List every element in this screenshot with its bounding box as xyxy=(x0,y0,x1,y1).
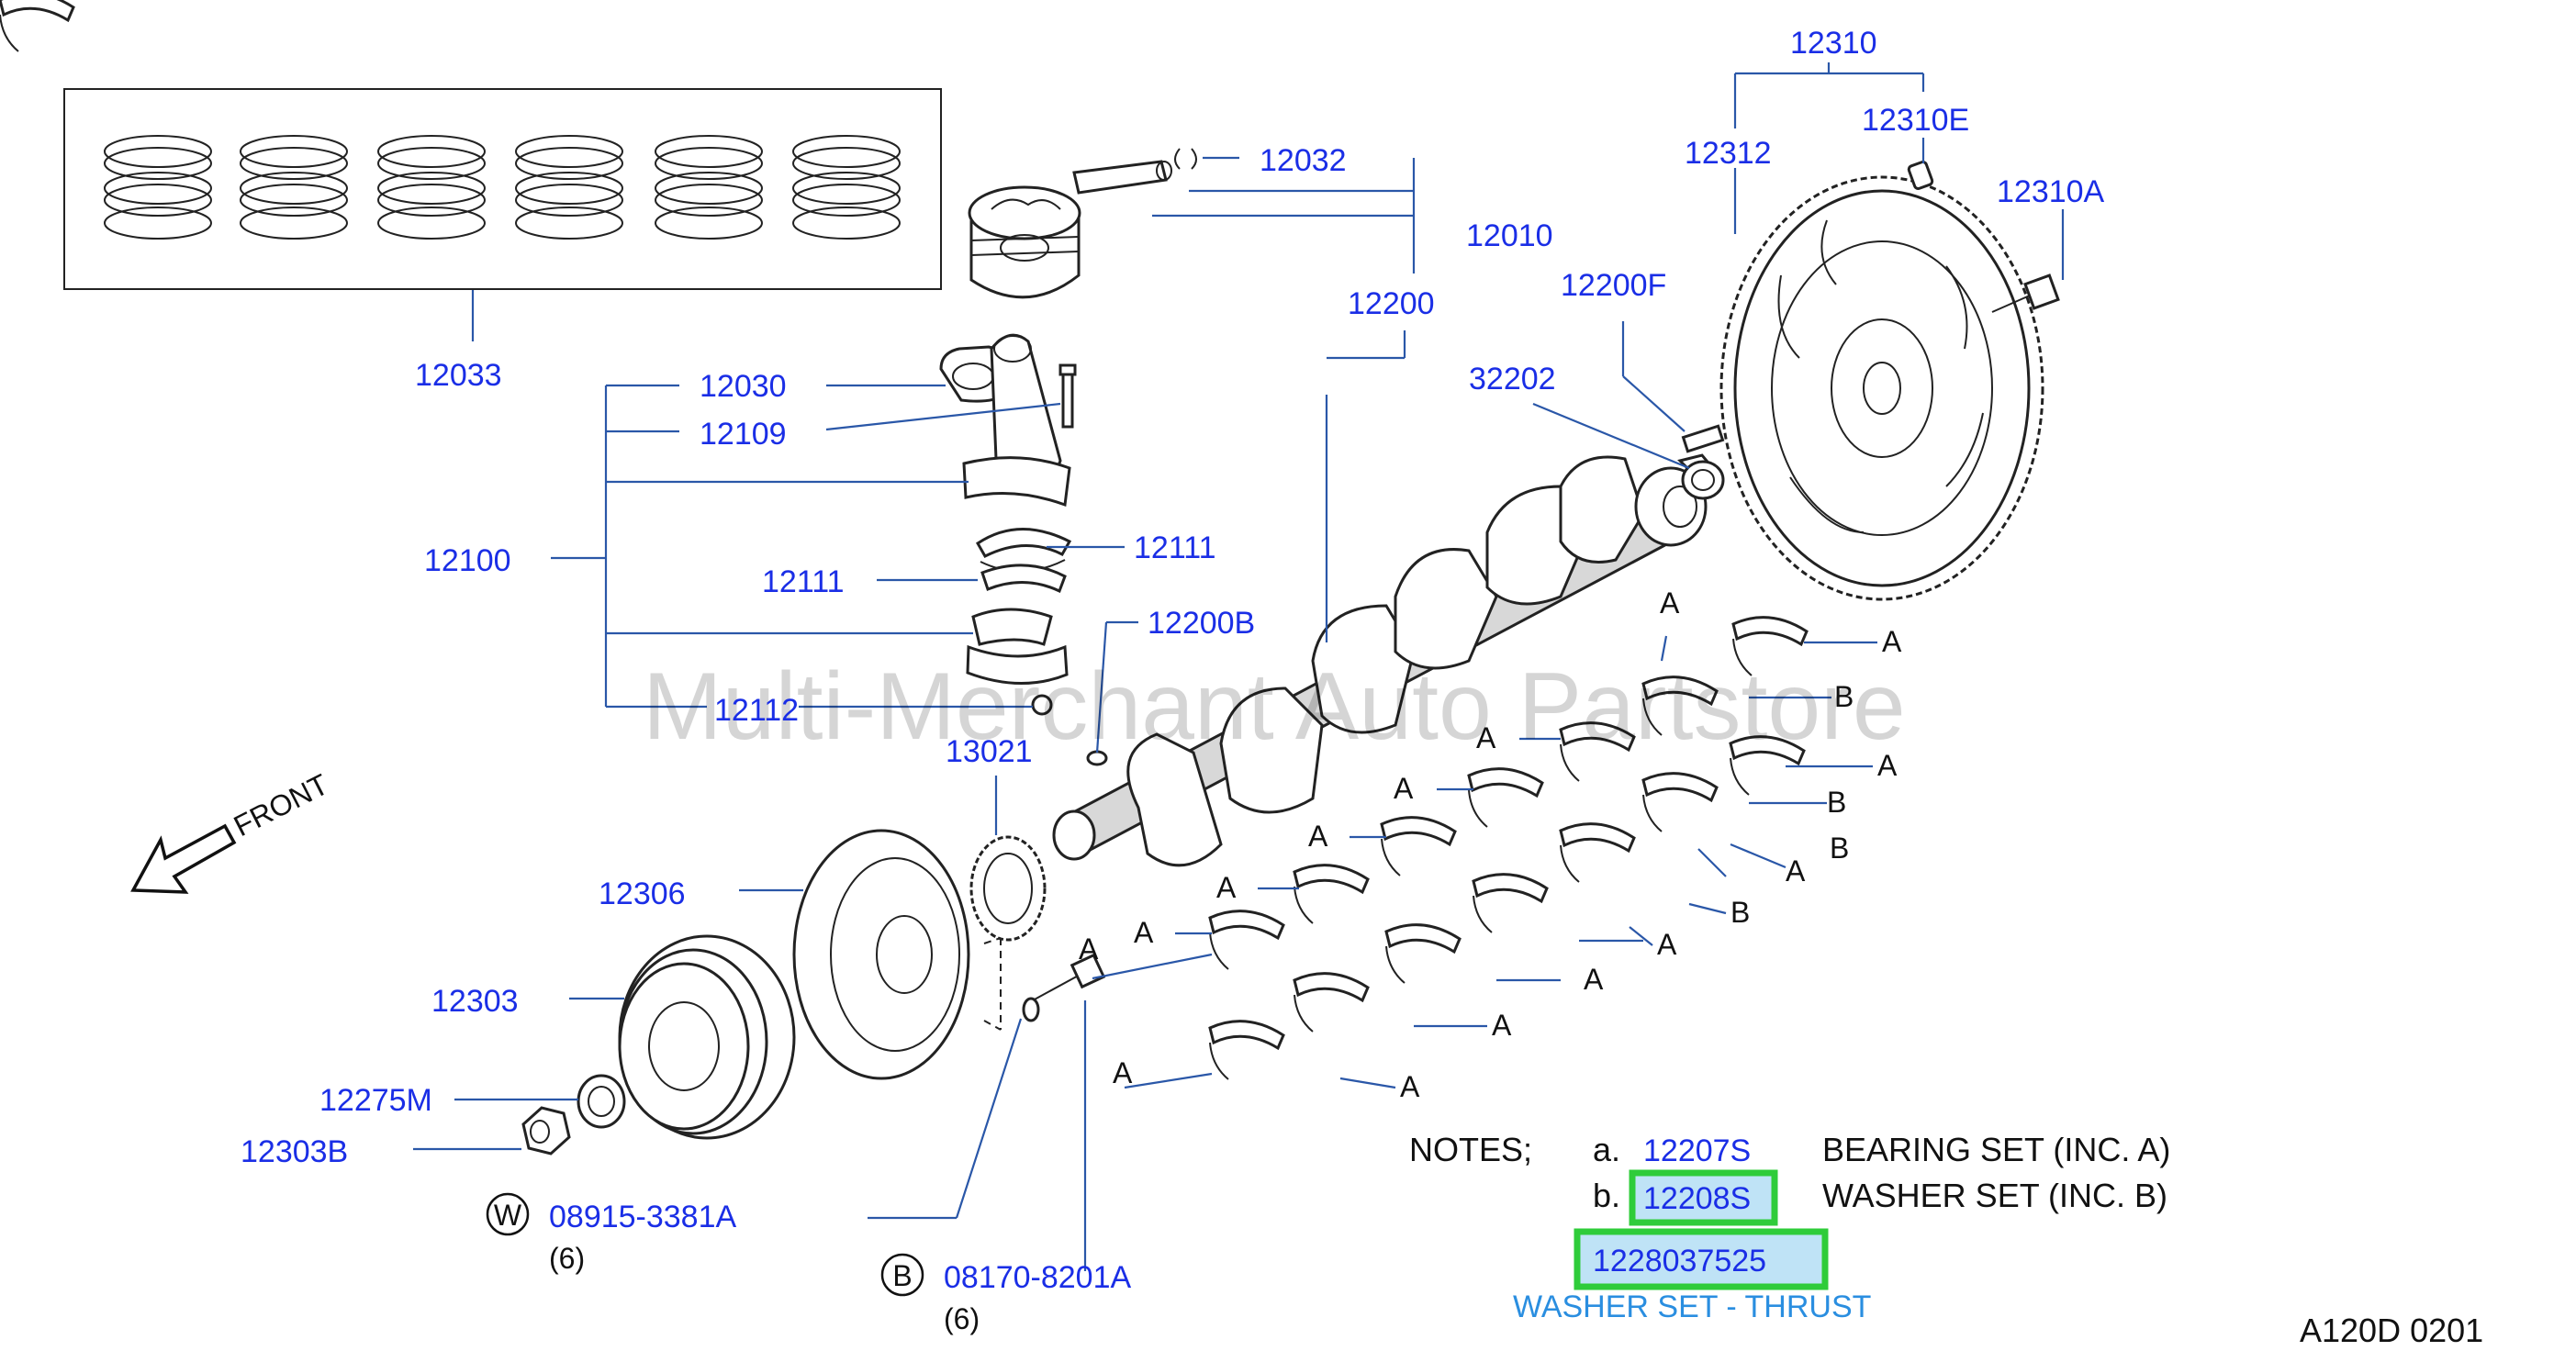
note-a-description: BEARING SET (INC. A) xyxy=(1822,1131,2170,1168)
pulley-spacer-12275M xyxy=(577,1074,626,1129)
part-12109-link[interactable]: 12109 xyxy=(700,417,787,452)
bearing-letter-a: A xyxy=(1394,772,1414,805)
part-12030-link[interactable]: 12030 xyxy=(700,369,787,404)
b-quantity: (6) xyxy=(944,1302,980,1335)
notes-heading: NOTES; xyxy=(1409,1131,1532,1168)
bearing-letter-a: A xyxy=(1492,1009,1512,1042)
connecting-rod-illustration xyxy=(939,333,1077,508)
part-12310E-link[interactable]: 12310E xyxy=(1862,103,1969,138)
bearing-letter-a: A xyxy=(1657,928,1677,961)
part-12200F-link[interactable]: 12200F xyxy=(1561,268,1666,303)
circle-b-label: B xyxy=(892,1259,912,1292)
front-label: FRONT xyxy=(229,767,334,843)
part-12111-left-link[interactable]: 12111 xyxy=(762,564,845,599)
highlight-part-description-link[interactable]: WASHER SET - THRUST xyxy=(1513,1289,1871,1324)
bearing-letter-leaders xyxy=(1092,635,1877,1089)
bearing-letter-a: A xyxy=(1134,916,1154,949)
piston-rings-box xyxy=(63,88,942,290)
part-13021-link[interactable]: 13021 xyxy=(946,734,1033,769)
pulley-nut-12303B xyxy=(521,1106,571,1155)
circle-w-label: W xyxy=(494,1199,522,1232)
crank-timing-gear xyxy=(969,835,1047,942)
watermark: Multi-Merchant Auto Partstore xyxy=(643,653,1906,760)
part-12111-right-link[interactable]: 12111 xyxy=(1134,530,1216,565)
flywheel-bolt xyxy=(1991,274,2060,313)
part-12200B-link[interactable]: 12200B xyxy=(1148,606,1255,641)
crank-pulley-12303 xyxy=(618,934,796,1140)
part-08915-3381A-link[interactable]: 08915-3381A xyxy=(549,1200,737,1234)
crankshaft-illustration xyxy=(1052,453,1714,867)
bearing-letter-a: A xyxy=(1786,854,1806,888)
part-12033-link[interactable]: 12033 xyxy=(415,358,502,393)
bearing-letter-a: A xyxy=(1079,932,1099,966)
part-08170-8201A-link[interactable]: 08170-8201A xyxy=(944,1260,1132,1295)
flywheel-illustration xyxy=(1719,175,2044,601)
bearing-letter-a: A xyxy=(1584,963,1604,996)
bearing-letter-a: A xyxy=(1882,625,1902,658)
main-bearing-shell xyxy=(0,0,75,52)
bearing-letters: A B A B B A B A A A A A A A A A A A A xyxy=(1079,586,1902,1103)
part-12303-link[interactable]: 12303 xyxy=(431,984,519,1019)
front-direction-arrow xyxy=(130,823,237,894)
diagram-code: A120D 0201 xyxy=(2300,1312,2483,1349)
bearing-letter-a: A xyxy=(1113,1056,1133,1089)
leader-lines xyxy=(413,62,2065,1271)
bearing-letter-a: A xyxy=(1308,820,1328,853)
part-12303B-link[interactable]: 12303B xyxy=(241,1134,348,1169)
note-a-part-link[interactable]: 12207S xyxy=(1643,1133,1751,1168)
notes-section: NOTES; a. 12207S BEARING SET (INC. A) b.… xyxy=(1409,1131,2170,1324)
note-b-letter: b. xyxy=(1593,1177,1620,1214)
part-12112-link[interactable]: 12112 xyxy=(714,693,799,728)
bearing-letter-b: B xyxy=(1830,832,1849,865)
part-12032-link[interactable]: 12032 xyxy=(1260,143,1347,178)
highlight-part-link[interactable]: 1228037525 xyxy=(1593,1244,1766,1278)
part-12306-link[interactable]: 12306 xyxy=(599,876,686,911)
part-12310-link[interactable]: 12310 xyxy=(1790,26,1877,61)
highlight-part-box xyxy=(1574,1228,1829,1290)
bearing-letter-a: A xyxy=(1476,721,1496,754)
bearing-letter-a: A xyxy=(1877,749,1898,782)
fastener-b-callout: B 08170-8201A (6) xyxy=(880,1253,1132,1335)
conrod-bearings xyxy=(966,528,1072,716)
note-b-description: WASHER SET (INC. B) xyxy=(1822,1177,2167,1214)
part-12310A-link[interactable]: 12310A xyxy=(1997,174,2105,209)
piston-ring-set xyxy=(104,135,212,240)
bearing-letter-a: A xyxy=(1216,871,1237,904)
piston-illustration xyxy=(968,148,1197,299)
part-12100-link[interactable]: 12100 xyxy=(424,543,511,578)
bearing-letter-a: A xyxy=(1660,586,1680,620)
note-b-part-link[interactable]: 12208S xyxy=(1643,1181,1751,1216)
part-12200-link[interactable]: 12200 xyxy=(1348,286,1435,321)
note-a-letter: a. xyxy=(1593,1131,1620,1168)
bearing-letter-b: B xyxy=(1730,896,1750,929)
bearing-letter-b: B xyxy=(1827,786,1846,819)
bearing-letter-b: B xyxy=(1834,680,1854,713)
fastener-w-callout: W 08915-3381A (6) xyxy=(486,1192,737,1275)
part-32202-link[interactable]: 32202 xyxy=(1469,362,1556,396)
pulley-bolt-08170 xyxy=(1022,953,1106,1022)
note-b-highlight-box xyxy=(1629,1169,1778,1226)
damper-pulley-12306 xyxy=(792,829,970,1080)
part-12275M-link[interactable]: 12275M xyxy=(319,1083,432,1118)
bearing-letter-a: A xyxy=(1400,1070,1420,1103)
w-quantity: (6) xyxy=(549,1242,585,1275)
part-12010-link[interactable]: 12010 xyxy=(1466,218,1553,253)
part-12312-link[interactable]: 12312 xyxy=(1685,136,1772,171)
